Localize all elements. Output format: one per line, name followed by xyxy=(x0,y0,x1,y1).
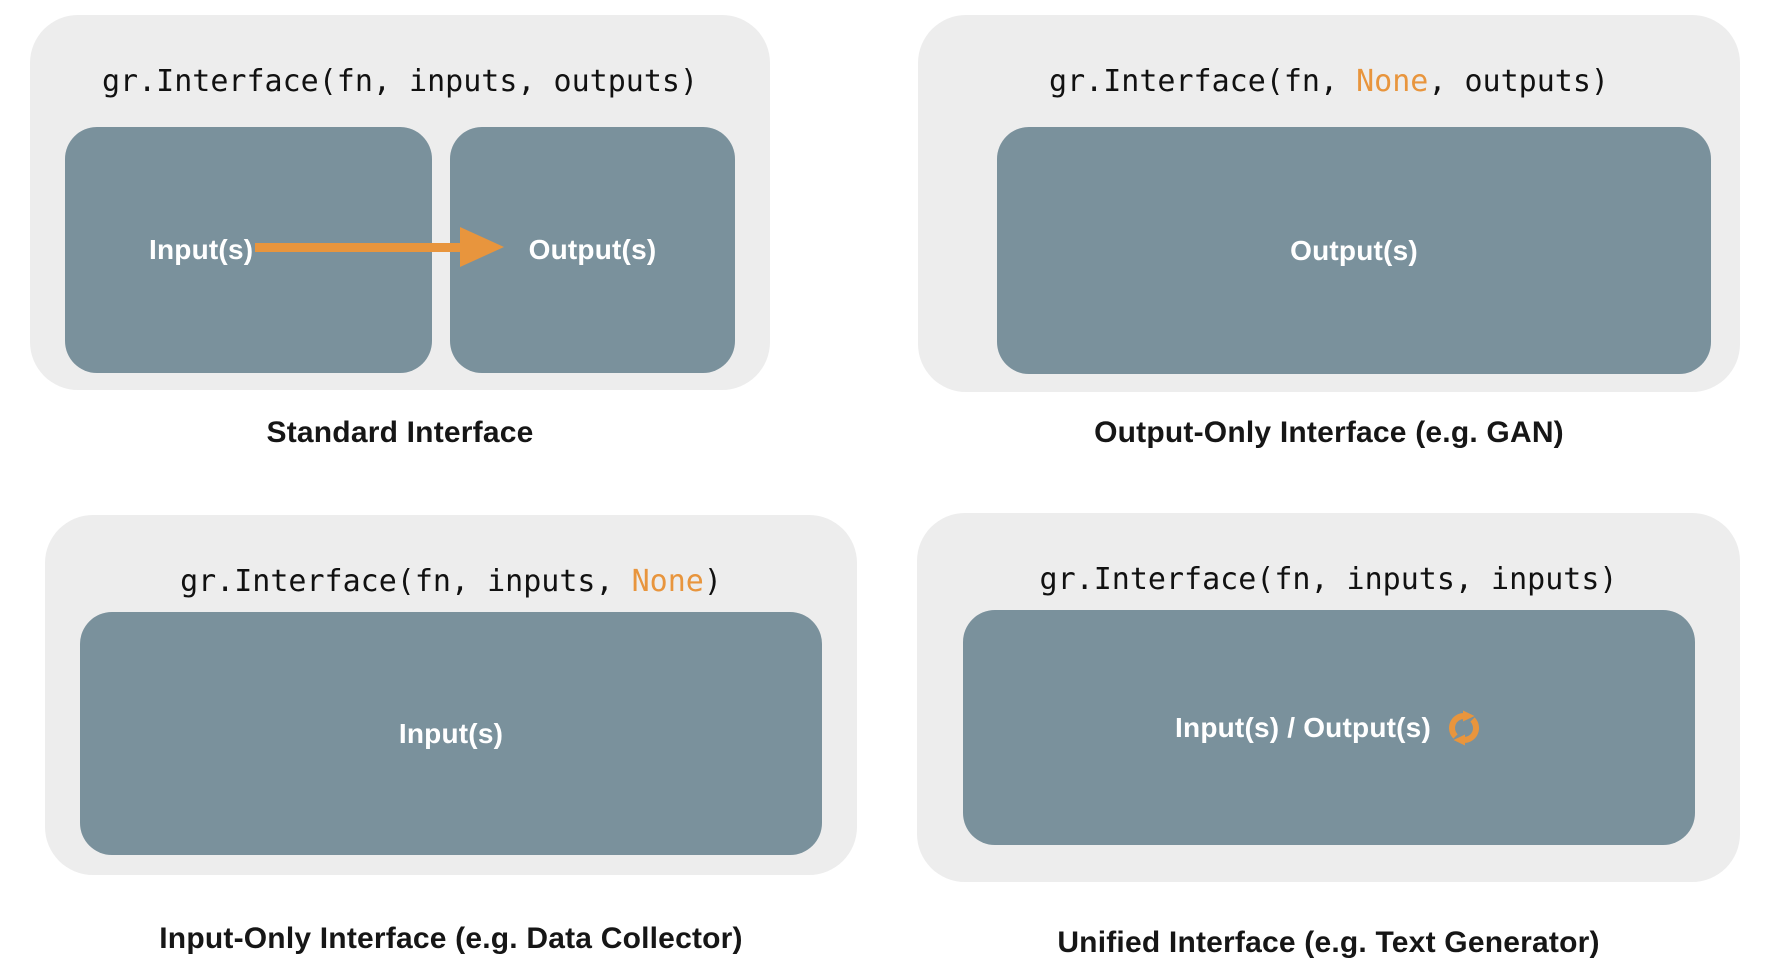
cycle-arrows-icon xyxy=(1448,710,1479,745)
output-box: Output(s) xyxy=(450,127,735,373)
input-box: Input(s) xyxy=(65,127,432,373)
output-box-label: Output(s) xyxy=(1290,234,1418,266)
code-snippet-input-only: gr.Interface(fn, inputs, None) xyxy=(45,563,857,601)
caption-unified-interface: Unified Interface (e.g. Text Generator) xyxy=(1057,926,1600,959)
code-highlight-none: None xyxy=(1356,64,1429,99)
caption-input-only-interface: Input-Only Interface (e.g. Data Collecto… xyxy=(159,922,743,955)
output-box: Output(s) xyxy=(997,127,1711,374)
code-text: ) xyxy=(703,564,722,599)
code-text: gr.Interface(fn, xyxy=(1049,64,1357,99)
code-snippet-unified: gr.Interface(fn, inputs, inputs) xyxy=(917,561,1740,599)
code-text: gr.Interface(fn, inputs, xyxy=(180,564,632,599)
code-text: gr.Interface(fn, inputs, inputs) xyxy=(1039,562,1618,597)
code-text: , outputs) xyxy=(1428,64,1609,99)
output-box-label: Output(s) xyxy=(528,234,657,265)
input-box-label: Input(s) xyxy=(149,234,254,265)
panel-unified-interface: gr.Interface(fn, inputs, inputs) Input(s… xyxy=(917,513,1740,882)
code-highlight-none: None xyxy=(631,564,704,599)
input-box-label: Input(s) xyxy=(398,717,504,749)
panel-output-only-interface: gr.Interface(fn, None, outputs) Output(s… xyxy=(918,15,1740,392)
code-snippet-standard: gr.Interface(fn, inputs, outputs) xyxy=(30,63,770,101)
input-output-box-label: Input(s) / Output(s) xyxy=(1175,711,1431,743)
code-snippet-output-only: gr.Interface(fn, None, outputs) xyxy=(918,63,1740,101)
panel-input-only-interface: gr.Interface(fn, inputs, None) Input(s) xyxy=(45,515,857,875)
caption-standard-interface: Standard Interface xyxy=(266,416,534,449)
caption-output-only-interface: Output-Only Interface (e.g. GAN) xyxy=(1094,416,1564,449)
code-text: gr.Interface(fn, inputs, outputs) xyxy=(101,64,699,99)
panel-standard-interface: gr.Interface(fn, inputs, outputs) Input(… xyxy=(30,15,770,390)
input-output-box: Input(s) / Output(s) xyxy=(963,610,1695,845)
input-box: Input(s) xyxy=(80,612,822,855)
